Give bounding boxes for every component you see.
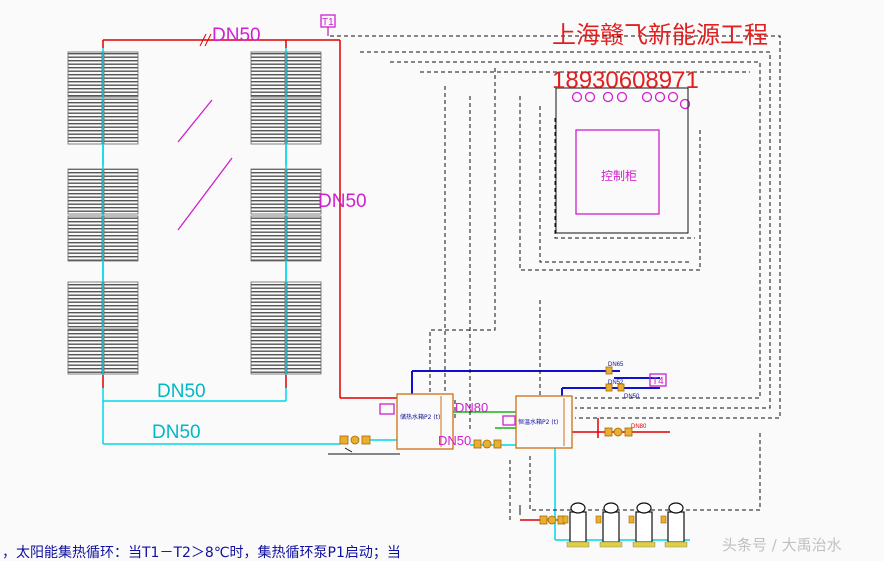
collector-panel [250,98,286,145]
heat-pump-unit [660,502,688,548]
solar-collector-array [67,48,322,375]
pipe-label-vertical: DN50 [318,191,367,212]
magenta-elements [177,14,691,426]
watermark: 头条号 / 大禹治水 [722,536,842,554]
collector-panel [286,281,322,328]
heat-pump-unit [595,502,623,548]
cyan-return-pipes [102,145,690,541]
pipe-label-top: DN50 [212,25,261,46]
collector-panel [103,328,139,375]
collector-panel [286,168,322,215]
control-panel-frame [555,87,689,234]
collector-panel [67,328,103,375]
control-wires [330,35,781,520]
pipe-label-return-lower: DN50 [152,422,201,443]
collector-panel [67,215,103,262]
pump-group-p3 [604,427,633,437]
collector-panel [250,215,286,262]
top-pipe-break-mark [199,33,212,47]
control-cabinet-label: 控制柜 [601,169,637,183]
collector-panel [103,281,139,328]
collector-panel [67,168,103,215]
storage-tank-right [515,395,573,449]
tank-left-label: 储热水箱P2 (t) [400,413,440,421]
collector-panel [67,51,103,98]
pipe-label-mid-lower: DN50 [438,433,471,448]
collector-panel [67,281,103,328]
collector-panel [286,215,322,262]
heat-pump-unit [628,502,656,548]
company-phone: 18930608971 [552,67,699,94]
collector-panel [286,98,322,145]
collector-panel [103,215,139,262]
collector-panel [250,281,286,328]
collector-panel [103,168,139,215]
tank-right-label: 恒温水箱P2 (t) [518,418,558,426]
pipe-label-mid-green: DN80 [455,400,488,415]
heat-pump-units [562,502,688,548]
sensor-t1-label: T1 [322,17,334,28]
collector-panel [250,168,286,215]
collector-panel [103,51,139,98]
pipe-label-return-upper: DN50 [157,381,206,402]
collector-panel [286,51,322,98]
dn-small-b: DN52 [608,380,624,386]
heat-pump-unit [562,502,590,548]
dn-small-c: DN50 [624,394,640,400]
collector-panel [286,328,322,375]
red-supply-pipes [102,39,670,521]
pump-group-p1 [339,435,371,445]
dn-small-a: DN65 [608,362,624,368]
collector-panel [67,98,103,145]
dn-small-right: DN80 [631,424,647,430]
pump-group-p2 [473,439,502,449]
green-pipes [453,411,560,521]
collector-panel [103,98,139,145]
company-name: 上海赣飞新能源工程 [552,21,768,49]
storage-tank-left [396,393,454,450]
collector-panel [250,328,286,375]
pump-group-p4 [539,515,566,525]
valves-top-right [605,366,625,392]
collector-panel [250,51,286,98]
sensor-t4-label: T4 [652,376,664,387]
footer-note: ，太阳能集热循环：当T1－T2＞8℃时，集热循环泵P1启动；当 [2,544,401,561]
misc-black-lines [328,447,521,515]
